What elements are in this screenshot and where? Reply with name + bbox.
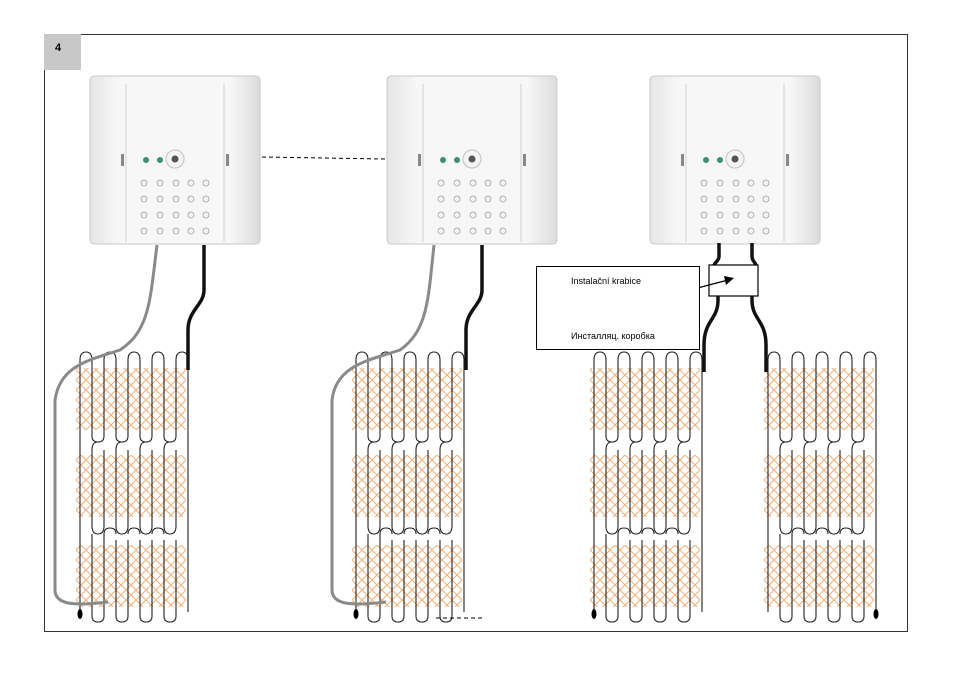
thermostat-1 bbox=[90, 76, 260, 244]
supply-cable-2 bbox=[466, 245, 482, 370]
heating-mat-2 bbox=[352, 352, 464, 622]
thermostat-link-dashed bbox=[262, 157, 385, 159]
supply-cable-3a bbox=[714, 243, 719, 266]
installation-box-callout: Instalační krabice Инсталляц. коробка bbox=[536, 266, 700, 350]
heating-mat-3a bbox=[590, 352, 702, 622]
supply-cable-1 bbox=[188, 245, 204, 370]
junction-box bbox=[709, 265, 758, 296]
cable-end-2 bbox=[354, 609, 359, 619]
mat-cable-3b bbox=[752, 296, 766, 372]
installation-box-label-ru: Инсталляц. коробка bbox=[571, 331, 655, 341]
heating-mat-3b bbox=[764, 352, 876, 622]
cable-end-3a bbox=[592, 609, 597, 619]
installation-box-label-cs: Instalační krabice bbox=[571, 276, 641, 286]
cable-end-1 bbox=[78, 609, 83, 619]
mat-cable-3a bbox=[704, 296, 718, 372]
thermostat-2 bbox=[387, 76, 557, 244]
thermostat-3 bbox=[650, 76, 820, 244]
heating-mat-1 bbox=[76, 352, 188, 622]
cable-end-3b bbox=[874, 609, 879, 619]
supply-cable-3b bbox=[752, 243, 756, 266]
